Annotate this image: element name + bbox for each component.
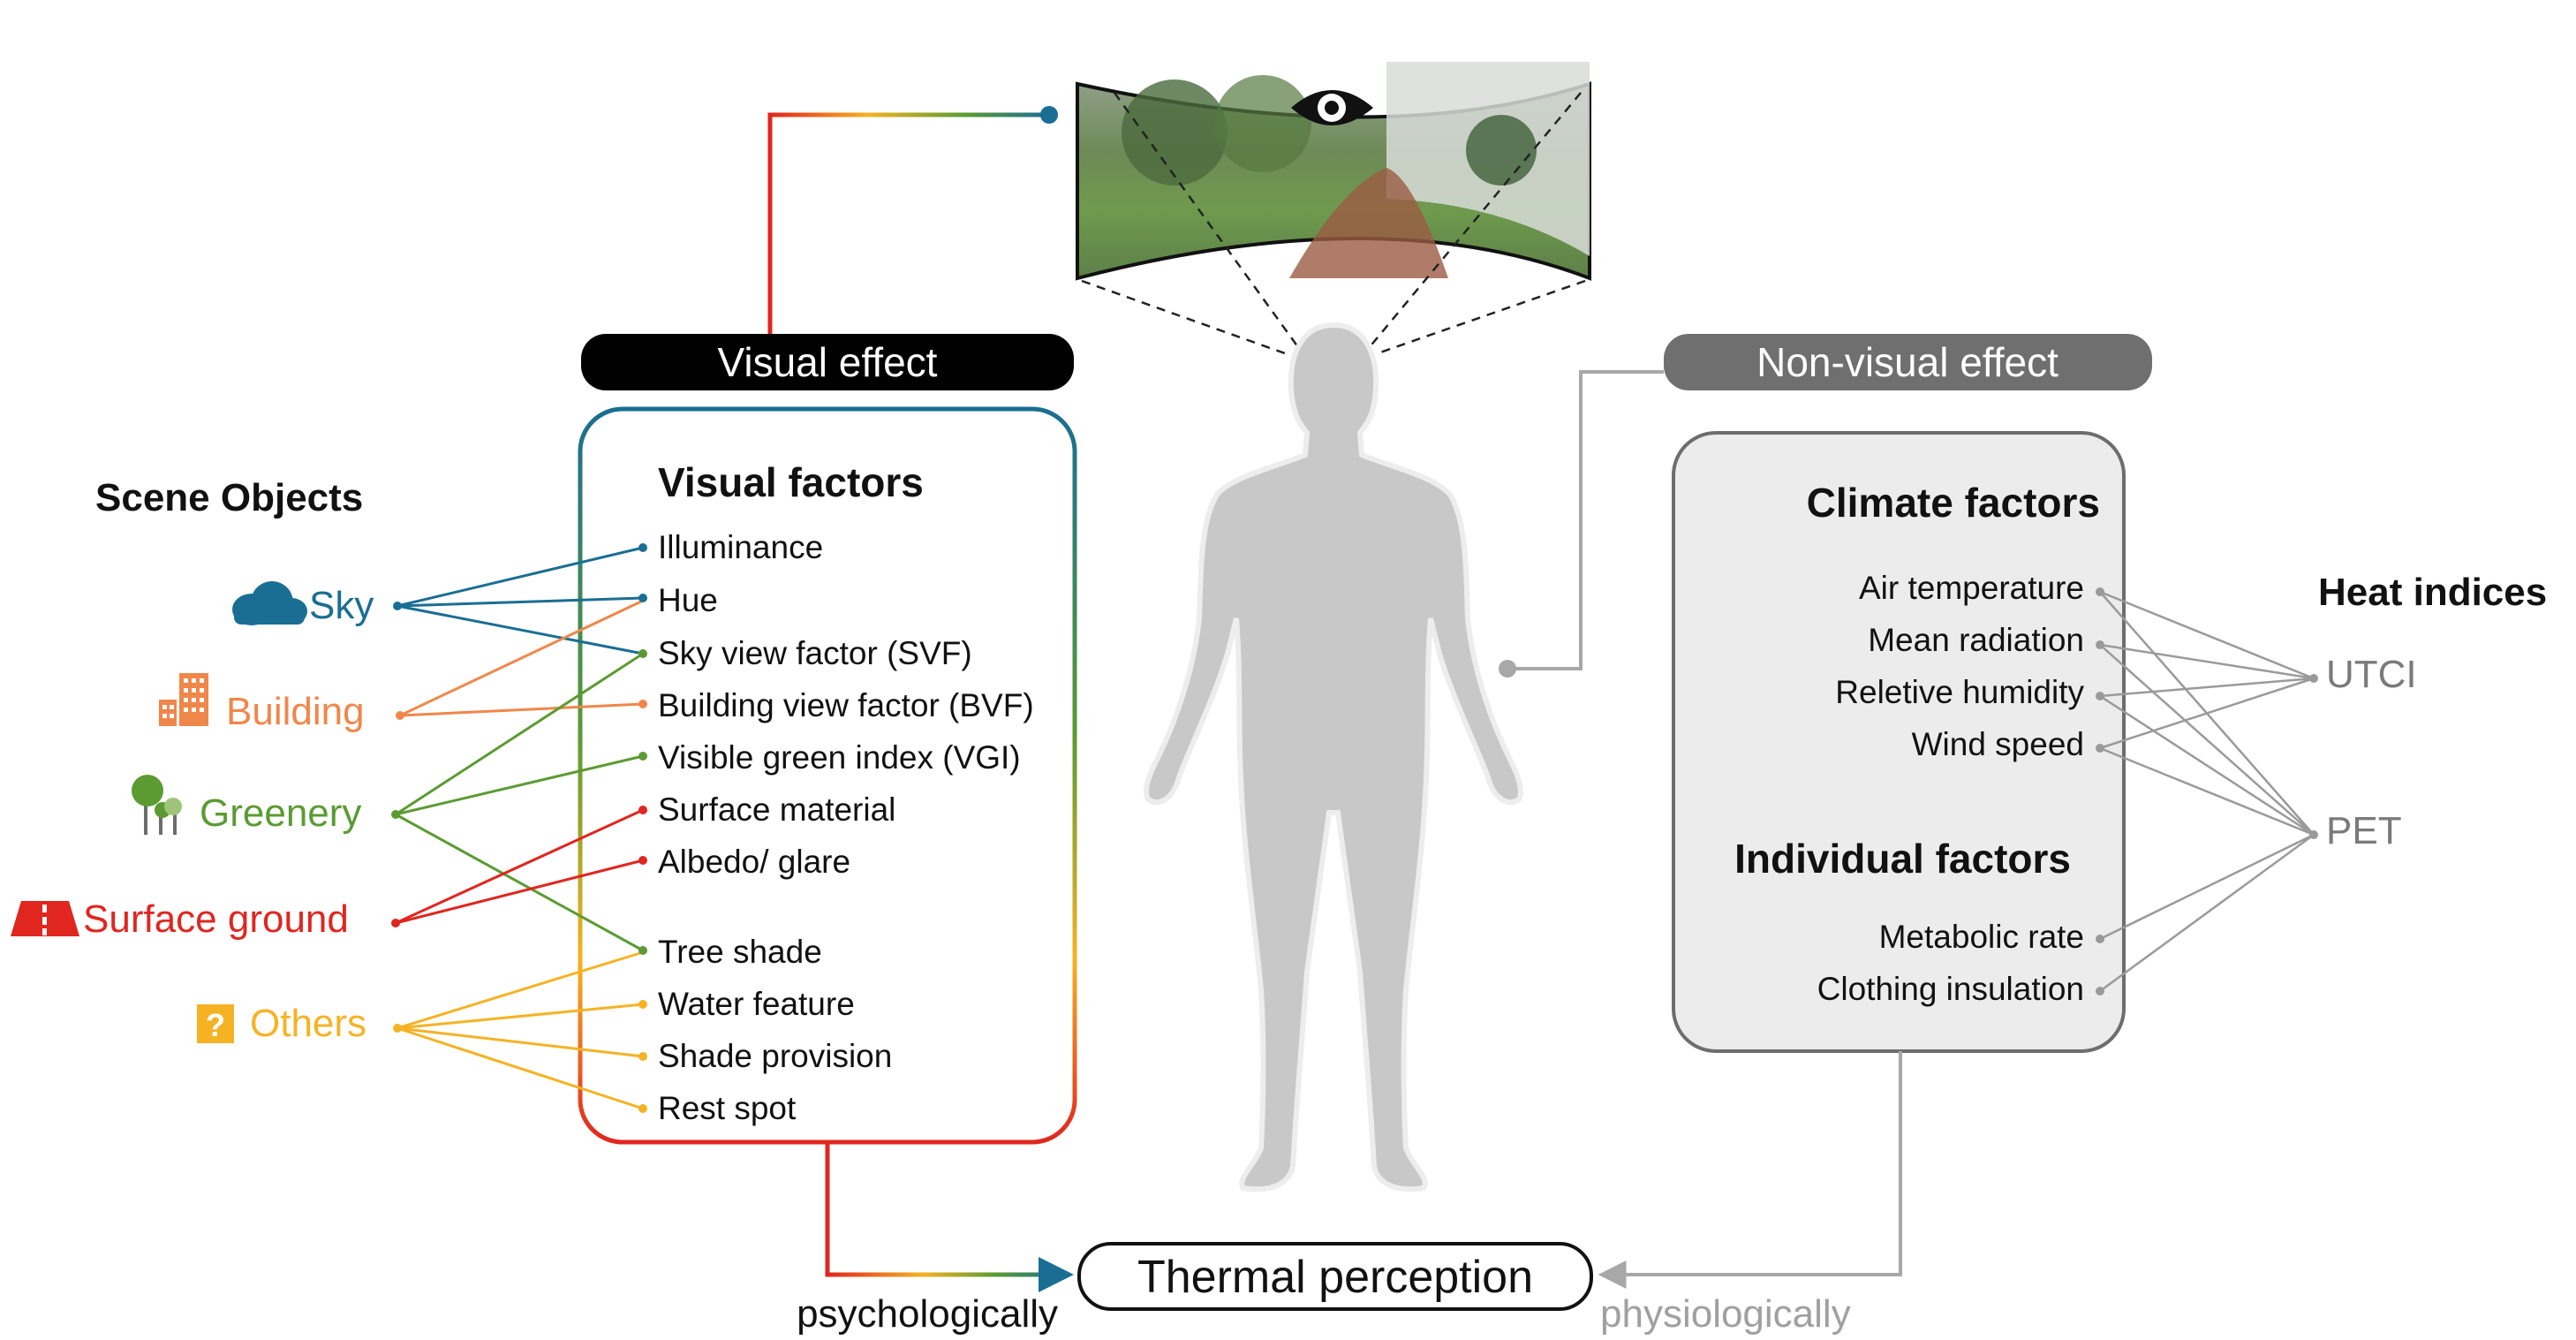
view-lines bbox=[1081, 92, 1586, 355]
trees-icon bbox=[132, 775, 182, 835]
heat-index-item: PET bbox=[2326, 809, 2402, 852]
others-object: ? Others bbox=[197, 1002, 366, 1045]
visual-factor-item: Building view factor (BVF) bbox=[658, 687, 1034, 723]
visual-factor-item: Albedo/ glare bbox=[658, 844, 850, 880]
building-object: Building bbox=[159, 673, 365, 733]
factor-to-index-links bbox=[2099, 590, 2315, 993]
physiological-arrow bbox=[1598, 1051, 1902, 1289]
psychologically-label: psychologically bbox=[797, 1292, 1058, 1336]
question-icon: ? bbox=[197, 1004, 234, 1043]
building-icon bbox=[159, 673, 208, 726]
cloud-icon bbox=[232, 581, 307, 625]
climate-factor-item: Mean radiation bbox=[1868, 622, 2084, 658]
individual-factor-list: Metabolic rate Clothing insulation bbox=[1817, 919, 2084, 1007]
greenery-object: Greenery bbox=[132, 775, 361, 835]
heat-index-item: UTCI bbox=[2326, 653, 2417, 696]
scene-object-label: Surface ground bbox=[83, 897, 349, 941]
psychological-arrow bbox=[825, 1144, 1074, 1292]
thermal-perception-box bbox=[1077, 1242, 1593, 1311]
non-visual-effect-pill bbox=[1664, 334, 2152, 390]
climate-factor-item: Wind speed bbox=[1912, 726, 2084, 762]
visual-effect-pill bbox=[581, 334, 1074, 390]
climate-factor-list: Air temperature Mean radiation Reletive … bbox=[1835, 570, 2084, 762]
visual-factor-item: Water feature bbox=[658, 986, 855, 1022]
scene-object-label: Greenery bbox=[200, 791, 361, 835]
physiologically-label: physiologically bbox=[1600, 1292, 1851, 1336]
individual-factor-item: Metabolic rate bbox=[1879, 919, 2084, 955]
visual-effect-label: Visual effect bbox=[718, 339, 938, 385]
visual-factor-item: Visible green index (VGI) bbox=[658, 739, 1021, 776]
climate-factor-item: Reletive humidity bbox=[1835, 674, 2084, 710]
visual-factor-item: Rest spot bbox=[658, 1090, 797, 1126]
visual-factor-item: Shade provision bbox=[658, 1038, 892, 1074]
individual-factor-item: Clothing insulation bbox=[1817, 971, 2084, 1007]
scene-objects-title: Scene Objects bbox=[95, 476, 363, 519]
visual-factor-item: Tree shade bbox=[658, 934, 822, 970]
index-link-dots bbox=[2096, 587, 2318, 996]
climate-factor-item: Air temperature bbox=[1859, 570, 2084, 606]
visual-factor-list: Illuminance Hue Sky view factor (SVF) Bu… bbox=[658, 529, 1034, 1126]
scene-object-label: Sky bbox=[309, 584, 374, 627]
scene-object-label: Building bbox=[226, 690, 365, 733]
connector-dot bbox=[1040, 106, 1058, 124]
climate-factors-title: Climate factors bbox=[1807, 480, 2100, 526]
visual-factors-title: Visual factors bbox=[658, 459, 924, 505]
non-visual-connector-line bbox=[1507, 370, 1664, 670]
visual-factor-item: Illuminance bbox=[658, 529, 823, 565]
heat-indices-title: Heat indices bbox=[2318, 571, 2547, 614]
connector-dot bbox=[1499, 660, 1516, 678]
visual-factor-item: Sky view factor (SVF) bbox=[658, 635, 972, 671]
surface-ground-object: Surface ground bbox=[11, 897, 349, 941]
svg-text:?: ? bbox=[206, 1007, 225, 1043]
sky-object: Sky bbox=[232, 581, 374, 627]
eye-icon bbox=[1291, 90, 1373, 125]
visual-factors-box bbox=[578, 406, 1077, 1145]
link-dots bbox=[391, 543, 647, 1113]
visual-connector-line bbox=[767, 112, 1049, 334]
scene-to-factor-links bbox=[395, 546, 644, 1110]
human-silhouette bbox=[1144, 322, 1523, 1192]
visual-factor-item: Surface material bbox=[658, 791, 895, 828]
visual-factor-item: Hue bbox=[658, 582, 718, 618]
scene-object-label: Others bbox=[250, 1002, 366, 1045]
road-icon bbox=[11, 901, 79, 936]
non-visual-effect-label: Non-visual effect bbox=[1756, 339, 2059, 385]
thermal-perception-label: Thermal perception bbox=[1137, 1252, 1533, 1303]
individual-factors-title: Individual factors bbox=[1734, 836, 2071, 882]
panorama-scene bbox=[1076, 62, 1591, 281]
